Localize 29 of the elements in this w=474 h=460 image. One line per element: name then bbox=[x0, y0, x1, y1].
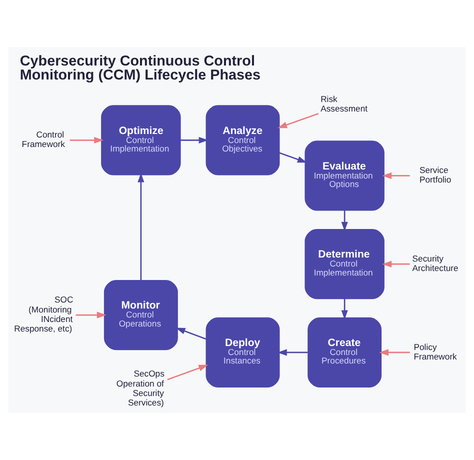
node-box: Determine Control Implementation bbox=[304, 229, 384, 300]
arrow bbox=[278, 112, 319, 128]
arrow bbox=[277, 349, 308, 356]
arrow bbox=[76, 312, 106, 318]
arrow bbox=[379, 349, 410, 356]
node-box: Monitor Control Operations bbox=[104, 280, 178, 350]
node-text: Service Portfolio bbox=[420, 165, 452, 185]
node-box: Optimize Control Implementation bbox=[101, 105, 181, 176]
arrow bbox=[382, 260, 410, 268]
arrow bbox=[341, 210, 348, 232]
node-text: Risk Assessment bbox=[320, 94, 368, 114]
arrow bbox=[279, 152, 307, 163]
node-box: Analyze Control Objectives bbox=[206, 105, 280, 176]
node-text: Policy Framework bbox=[414, 342, 457, 362]
arrow bbox=[382, 172, 410, 180]
node-text: SecOps Operation of Security Services) bbox=[116, 368, 164, 408]
node-text: Security Architecture bbox=[412, 253, 458, 274]
arrow bbox=[167, 364, 208, 380]
arrow bbox=[70, 136, 104, 144]
arrow bbox=[176, 328, 206, 340]
node-box: Deploy Control Instances bbox=[206, 317, 280, 388]
node-box: Evaluate Implementation Options bbox=[304, 140, 384, 211]
node-text: SOC (Monitoring INcident Response, etc) bbox=[14, 294, 74, 334]
arrow bbox=[138, 172, 144, 280]
node-box: Create Control Procedures bbox=[308, 317, 382, 388]
diagram-title: Cybersecurity Continuous Control Monitoring (CCM) Lifecycle Phases bbox=[20, 53, 261, 84]
node-text: Control Framework bbox=[22, 129, 65, 150]
arrow bbox=[341, 298, 348, 320]
arrow bbox=[180, 136, 208, 144]
